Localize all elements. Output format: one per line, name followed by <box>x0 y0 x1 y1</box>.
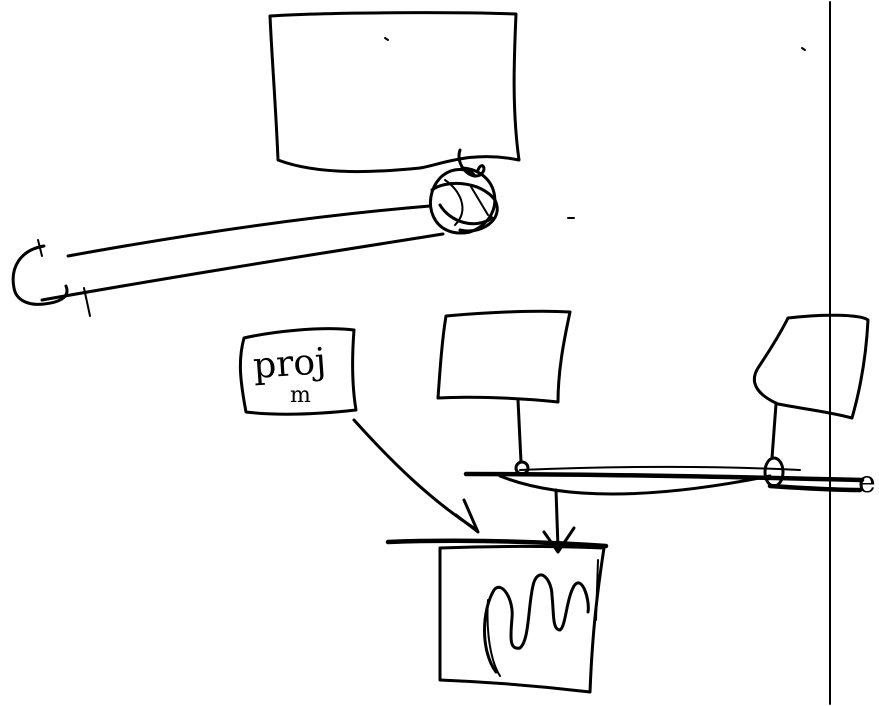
note-label-line1: proj <box>252 341 328 387</box>
stray-mark-3 <box>802 48 805 50</box>
bus-upper-curve <box>520 467 800 470</box>
note-label-line2: m <box>290 383 311 408</box>
hatching-extra-stroke <box>488 600 501 676</box>
edge-mark: e <box>858 465 876 500</box>
note-arrowhead <box>456 500 478 532</box>
hatching-scribble <box>485 575 589 672</box>
right-box-stem <box>772 404 776 458</box>
hatched-box <box>440 547 604 693</box>
rod-top-edge <box>68 206 430 256</box>
stray-mark-1 <box>385 38 388 40</box>
bus-extension <box>770 486 860 490</box>
rod-bottom-edge <box>42 234 443 300</box>
top-box <box>270 13 519 172</box>
middle-box-stem <box>518 400 521 462</box>
right-box <box>754 315 868 418</box>
middle-box <box>438 311 570 402</box>
note-arrow-line <box>354 420 477 530</box>
down-arrow-line <box>556 490 558 548</box>
right-box-connector <box>765 458 783 486</box>
hatched-box-right-edge-double <box>596 560 598 620</box>
bus-line <box>466 474 862 480</box>
